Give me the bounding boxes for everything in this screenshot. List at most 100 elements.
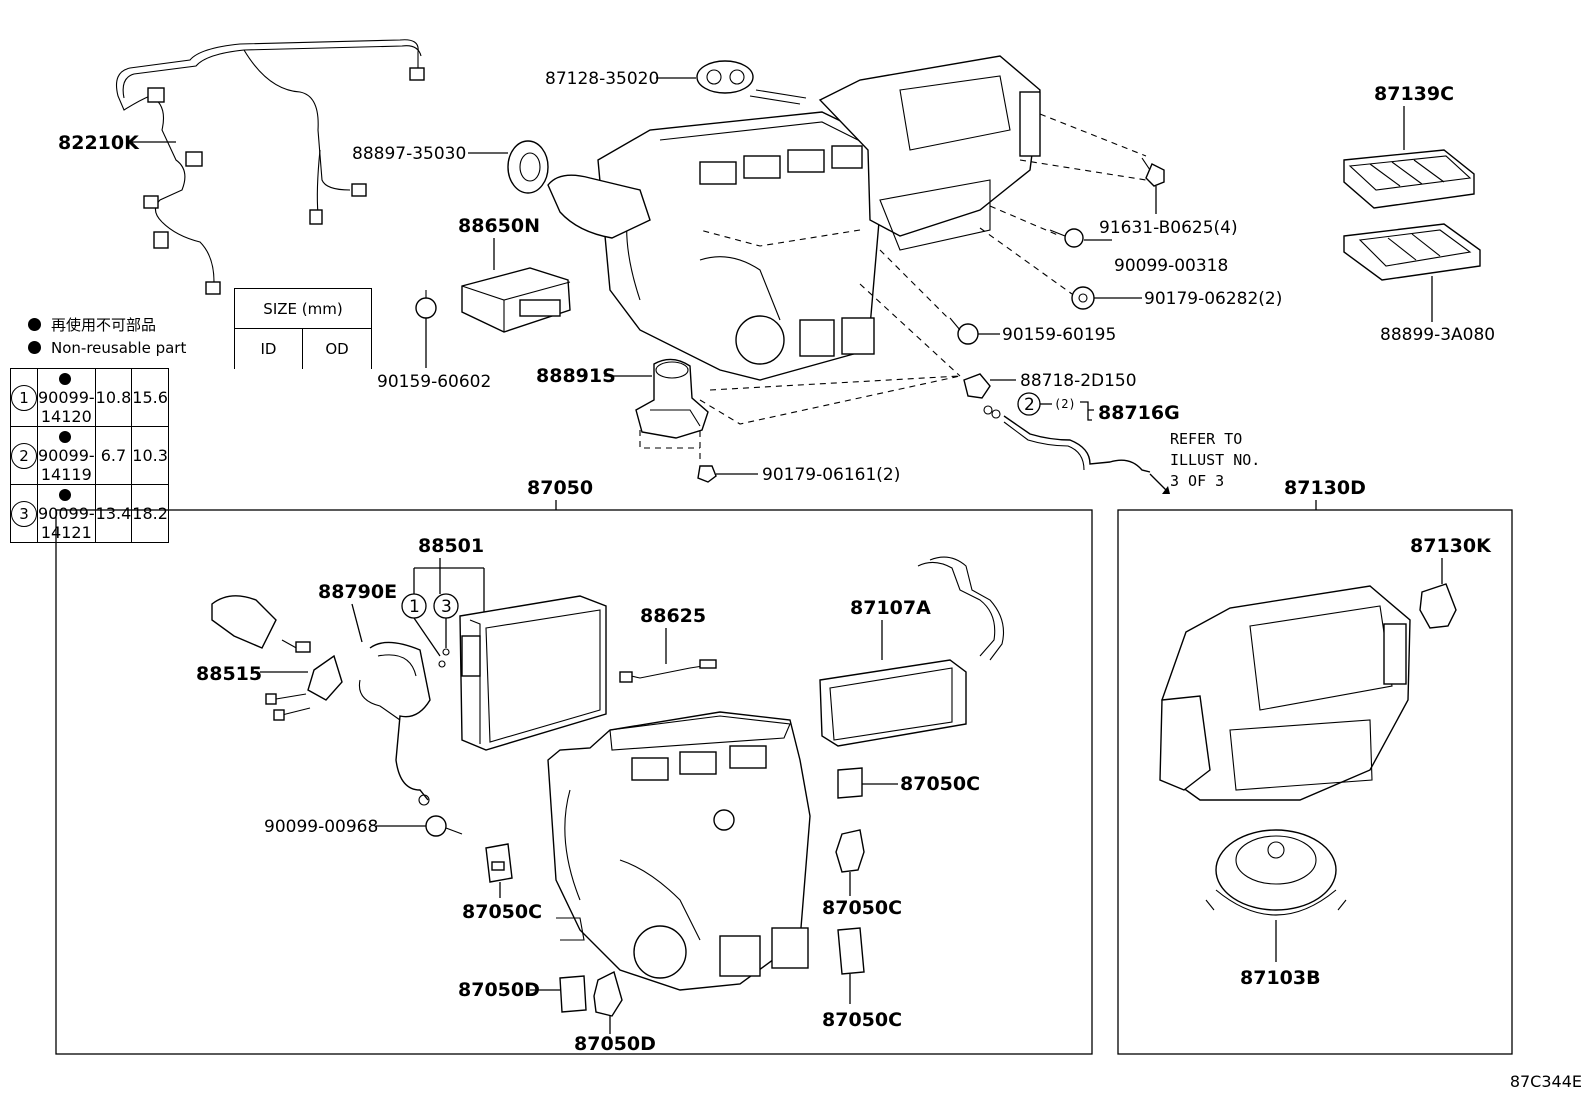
pipe-label: 88716G [1098,402,1180,424]
seal-d1-drawing [559,975,587,1013]
nut-6282-drawing [1071,286,1095,310]
seal-c3-label: 87050C [822,897,902,919]
part-number: 90099-14119 [37,426,96,485]
nut-6161-label: 90179-06161(2) [762,465,900,485]
seal-d2-drawing [593,970,623,1017]
col-od-header: OD [302,328,372,369]
ring-1-number: 1 [409,597,420,617]
grommet-label: 87128-35020 [545,69,659,89]
seal-c4-label: 87050C [822,1009,902,1031]
legend-note-jp: 再使用不可部品 [28,314,156,335]
exp-tube-drawing [358,641,431,806]
seal-c4-drawing [837,927,865,975]
harness-label: 82210K [58,132,140,154]
nut-6161-drawing [697,465,717,483]
blower-cover-drawing [1419,583,1457,629]
exp-valve-drawing [211,595,343,721]
evaporator-label: 88501 [418,535,484,557]
blower-assy-frame [1117,509,1513,1055]
thermistor-label: 88625 [640,605,706,627]
thermistor-drawing [619,659,717,683]
refer-line-1: REFER TO [1170,430,1242,448]
ring-2-count: (2) [1054,397,1076,411]
amplifier-label: 88650N [458,215,540,237]
clip-60195-drawing [949,317,979,345]
row-index: 2 [11,442,37,469]
legend-table: 1 90099-14120 10.8 15.6 2 90099-14119 6.… [10,368,169,543]
screw-318-drawing [1049,228,1084,248]
illustration-code: 87C344E [1509,1072,1582,1091]
seal-drawing [507,140,549,194]
size-id: 6.7 [94,426,133,485]
sensor-label: 88718-2D150 [1020,371,1137,391]
row-index: 1 [11,384,37,411]
refer-line-2: ILLUST NO. [1170,451,1260,469]
upper-hvac-unit-drawing [547,55,1041,381]
screw-968-label: 90099-00968 [264,817,378,837]
seal-c3-drawing [835,829,865,873]
clip-60195-label: 90159-60195 [1002,325,1116,345]
seal-c1-drawing [837,767,863,799]
pipe-drawing [983,405,1151,473]
cabin-filter-drawing [1343,149,1475,209]
blower-unit-drawing [1159,585,1411,801]
size-od: 18.2 [131,484,169,543]
grommet-drawing [696,60,754,94]
row-index: 3 [11,500,37,527]
blower-motor-drawing [1205,829,1347,916]
size-header: SIZE (mm) [234,288,372,329]
part-number: 90099-14120 [37,368,96,427]
heater-core-label: 87107A [850,597,931,619]
bolt-label: 91631-B0625(4) [1099,218,1238,238]
clip-60602-drawing [415,290,437,319]
blower-cover-label: 87130K [1410,535,1492,557]
hvac-case-drawing [547,711,811,991]
seal-c2-label: 87050C [462,901,542,923]
seal-d1-label: 87050D [458,979,540,1001]
bullet-icon [28,341,41,354]
unit-label: 87050 [527,477,593,499]
seal-d2-label: 87050D [574,1033,656,1055]
size-id: 13.4 [94,484,133,543]
legend-note-en-text: Non-reusable part [51,339,187,357]
refer-line-3: 3 OF 3 [1170,472,1224,490]
amplifier-drawing [461,267,571,333]
bullet-icon [28,318,41,331]
unit-frame [55,509,1093,1055]
exp-tube-label: 88790E [318,581,397,603]
filter-label: 87139C [1374,83,1454,105]
part-number: 90099-14121 [37,484,96,543]
seal-c1-label: 87050C [900,773,980,795]
table-row: 1 90099-14120 10.8 15.6 [10,368,169,427]
nut-6282-label: 90179-06282(2) [1144,289,1282,309]
ring-3-number: 3 [441,597,452,617]
exp-valve-label: 88515 [196,663,262,685]
seal-c2-drawing [485,843,513,883]
legend-note-en: Non-reusable part [28,339,186,357]
ring-2-pipe-number: 2 [1024,395,1035,415]
size-od: 15.6 [131,368,169,427]
size-id: 10.8 [94,368,133,427]
legend-note-jp-text: 再使用不可部品 [51,316,157,334]
bolt-drawing [1141,157,1165,187]
wire-harness-drawing [115,39,425,295]
valve-label: 88891S [536,365,616,387]
motor-label: 87103B [1240,967,1321,989]
clip-60602-label: 90159-60602 [377,372,491,392]
filter-case-drawing [1343,223,1481,281]
screw-968-drawing [425,815,463,837]
sensor-drawing [963,373,991,399]
filter-case-label: 88899-3A080 [1380,325,1495,345]
table-row: 2 90099-14119 6.7 10.3 [10,426,169,485]
refer-arrow-icon [1162,486,1170,494]
table-row: 3 90099-14121 13.4 18.2 [10,484,169,543]
valve-drawing [635,358,709,439]
blower-assy-label: 87130D [1284,477,1366,499]
col-id-header: ID [234,328,303,369]
heater-core-drawing [819,556,1005,747]
screw-318-label: 90099-00318 [1114,256,1228,276]
seal-label: 88897-35030 [352,144,466,164]
size-od: 10.3 [131,426,169,485]
evaporator-drawing [459,595,607,751]
